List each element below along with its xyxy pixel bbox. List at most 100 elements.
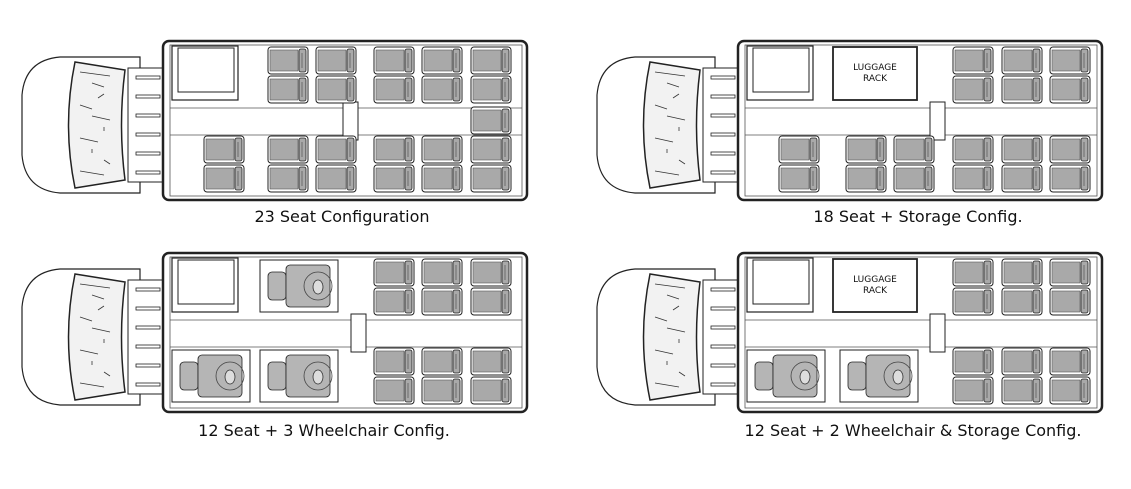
wheel-well [342,101,359,141]
stairwell-inner [177,259,235,305]
seat-backrest [1080,289,1089,314]
seat-backrest [876,166,885,191]
bus-plan-c12w3 [21,251,529,414]
seat-backrest [404,77,413,102]
seat [1049,287,1091,316]
seat [1049,347,1091,376]
seat-cushion [269,49,299,72]
seat-backrest [452,77,461,102]
seat [373,287,415,316]
cab-detail [678,159,686,165]
step-tread [710,75,736,80]
cab-detail [79,104,93,110]
seat-cushion [472,350,502,373]
seat [203,164,245,193]
wheelchair-seat [285,354,331,398]
seat [203,135,245,164]
luggage-rack-label-line: RACK [863,74,888,84]
stairwell-inner [752,47,810,93]
seat-cushion [423,167,453,190]
seat-backrest [501,378,510,403]
seat-backrest [809,166,818,191]
wheelchair-wheel [790,361,820,391]
seat [1001,376,1043,405]
seat [470,287,512,316]
seat-backrest [452,137,461,162]
seat-backrest [983,77,992,102]
cab-detail [666,294,680,300]
seat-cushion [954,290,984,313]
seat-cushion [895,138,925,161]
luggage-rack [832,46,918,101]
seat-cushion [1051,138,1081,161]
seat-backrest [1080,137,1089,162]
bus-interior-wall [169,256,523,409]
luggage-rack-label-line: LUGGAGE [853,63,897,73]
seat-backrest [501,48,510,73]
seat-backrest [1080,48,1089,73]
seat [845,135,887,164]
seat-cushion [205,167,235,190]
caption-23-seat: 23 Seat Configuration [254,207,430,226]
seat [1001,164,1043,193]
seat-cushion [1051,167,1081,190]
wheelchair-occupant-icon [799,369,811,385]
stairwell-inner [752,259,810,305]
cab-detail [672,93,680,99]
seat-backrest [234,137,243,162]
seat-backrest [404,349,413,374]
step-tread [135,287,161,292]
seat [421,258,463,287]
step-tread [710,325,736,330]
bus-interior-wall [169,44,523,197]
bus-plan-c23 [21,39,529,202]
seat [470,258,512,287]
wheelchair-wheel [303,361,333,391]
seat-backrest [452,48,461,73]
wheelchair-occupant-icon [312,369,324,385]
wheelchair-occupant-icon [312,279,324,295]
seat-cushion [423,379,453,402]
seat [952,135,994,164]
cab-detail [103,371,111,377]
step-tread [710,94,736,99]
seat-backrest [404,378,413,403]
seat [267,164,309,193]
seat-cushion [1051,290,1081,313]
seat-cushion [954,138,984,161]
seat-cushion [847,138,877,161]
seat-backrest [1032,77,1041,102]
seat-backrest [1080,77,1089,102]
wheelchair-footrest [754,361,774,391]
cab-detail [666,115,686,121]
seat-backrest [452,166,461,191]
step-tread [710,344,736,349]
seat-cushion [954,379,984,402]
cab-detail [91,82,105,88]
seat [421,376,463,405]
seat-backrest [404,289,413,314]
wheelchair-seat [197,354,243,398]
step-tread [710,382,736,387]
seat-backrest [1032,289,1041,314]
luggage-rack-label-line: RACK [863,286,888,296]
step-tread [710,306,736,311]
seat-cushion [1003,290,1033,313]
seat [315,46,357,75]
cab-detail [654,283,686,289]
seat-cushion [472,78,502,101]
seat-backrest [983,137,992,162]
seat-backrest [404,48,413,73]
seat-backrest [501,137,510,162]
seat [1001,287,1043,316]
cab-detail [672,305,680,311]
seat [1001,347,1043,376]
seat-cushion [1051,49,1081,72]
seat-cushion [375,167,405,190]
cab-detail [103,159,111,165]
seat-cushion [1003,49,1033,72]
seat-backrest [452,260,461,285]
seat-backrest [1080,349,1089,374]
seat-cushion [1051,379,1081,402]
